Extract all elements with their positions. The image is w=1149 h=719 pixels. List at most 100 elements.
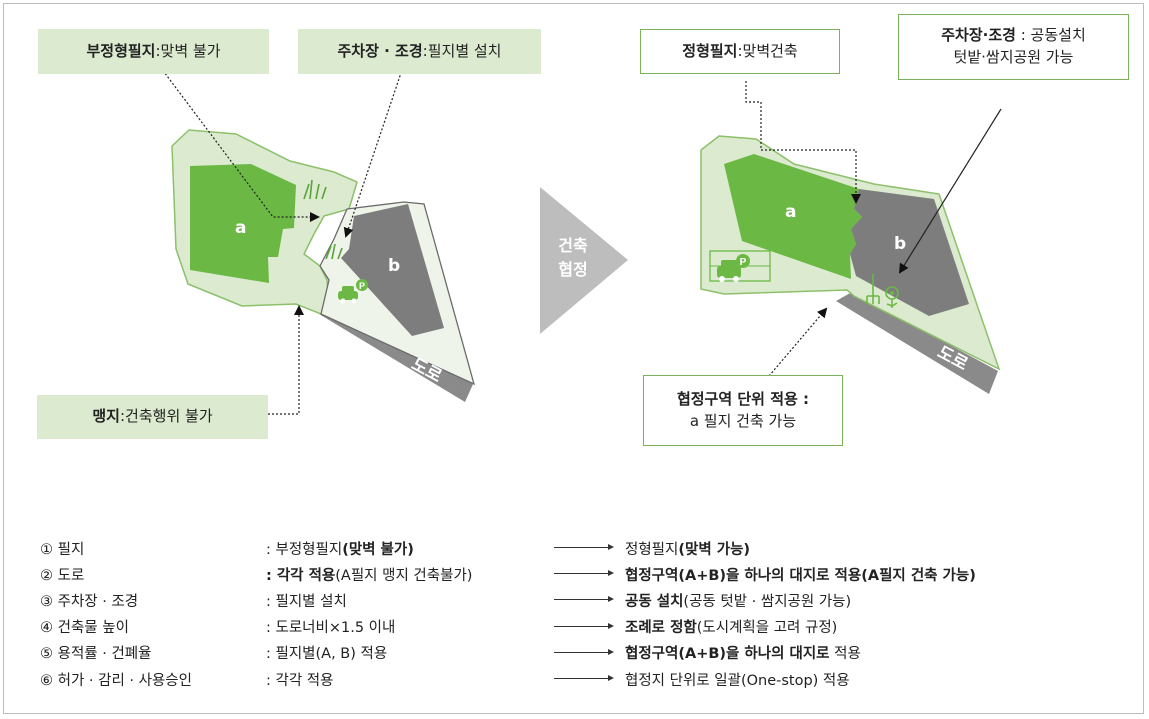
lot-b-shape-right [850, 189, 969, 316]
legend-row: ③ 주차장 · 조경 : 필지별 설치 공동 설치(공동 텃밭 · 쌈지공원 가능) [40, 587, 1130, 613]
callout-separator: : [1015, 26, 1031, 45]
legend-after: 정형필지(맞벽 가능) [625, 538, 750, 559]
flower-icon [885, 286, 899, 308]
callout-separator: : [422, 41, 428, 60]
legend-arrow [554, 622, 614, 629]
callout-irregular-lot: 부정형필지 : 맞벽 불가 [38, 29, 269, 74]
legend-after-bold: 협정구역(A+B)을 하나의 대지로 [625, 646, 830, 663]
svg-text:P: P [359, 281, 365, 291]
lot-a-label: a [785, 202, 797, 222]
diagram-frame: P P [3, 3, 1144, 714]
legend-after-bold: 협정구역(A+B)을 하나의 대지로 적용(A필지 건축 가능) [625, 567, 976, 584]
pointer-agreement-zone [768, 307, 828, 377]
legend-before-tail: (A필지 맹지 건축불가) [335, 567, 473, 584]
legend-item: ④ 건축물 높이 [40, 620, 129, 637]
legend-after: 공동 설치(공동 텃밭 · 쌈지공원 가능) [625, 590, 851, 611]
legend-after-tail: 적용 [829, 646, 861, 663]
callout-label: 정형필지 [682, 41, 738, 60]
legend-before-bold: : 각각 적용 [266, 567, 336, 584]
callout-description: 건축행위 불가 [125, 407, 213, 426]
legend-arrow [554, 570, 614, 577]
svg-text:P: P [740, 257, 747, 268]
after-site: P [700, 81, 1002, 394]
callout-agreement-zone: 협정구역 단위 적용 : a 필지 건축 가능 [643, 375, 843, 446]
pointer-regular-lot [745, 81, 861, 204]
lot-b-label: b [894, 234, 907, 254]
legend-before: : 도로너비×1.5 이내 [266, 616, 395, 637]
legend-row: ④ 건축물 높이 : 도로너비×1.5 이내 조례로 정함(도시계획을 고려 규정) [40, 614, 1130, 640]
callout-description: 맞벽 불가 [160, 41, 221, 60]
lot-a-shape-right [724, 154, 862, 279]
legend-row: ⑥ 허가 · 감리 · 사용승인 : 각각 적용 협정지 단위로 일괄(One-st… [40, 666, 1130, 692]
transition-arrow-label: 건축 협정 [543, 234, 603, 282]
legend-item: ① 필지 [40, 538, 84, 559]
transition-arrow [540, 187, 628, 334]
legend-item: ⑤ 용적률 · 건폐율 [40, 646, 152, 663]
grass-icon [325, 243, 343, 260]
legend-item: ② 도로 [40, 567, 85, 584]
pointer-shared-parking [898, 108, 1002, 274]
legend-before: : 필지별 설치 [266, 590, 347, 611]
legend-after-plain: 정형필지 [625, 541, 679, 558]
legend-after: 협정구역(A+B)을 하나의 대지로 적용(A필지 건축 가능) [625, 564, 976, 585]
lot-a-shape-left [190, 164, 296, 283]
legend-before-plain: : 도로너비×1.5 이내 [266, 620, 396, 637]
legend-after-tail: (도시계획을 고려 규정) [696, 620, 838, 637]
callout-description: a 필지 건축 가능 [689, 411, 797, 430]
callout-description: 공동설치 [1030, 26, 1086, 45]
pointer-irregular-lot [157, 63, 320, 222]
callout-shared-parking: 주차장·조경 : 공동설치 텃밭·쌈지공원 가능 [898, 14, 1129, 80]
grass-icon [303, 179, 327, 200]
callout-separator: : [119, 407, 126, 426]
lot-b-label: b [388, 256, 401, 276]
legend-after: 협정지 단위로 일괄(One-stop) 적용 [625, 669, 850, 690]
legend-item: ③ 주차장 · 조경 [40, 590, 138, 611]
callout-label: 맹지 [92, 407, 120, 426]
callout-landlocked-lot: 맹지 : 건축행위 불가 [37, 395, 268, 439]
legend-before: : 각각 적용 [266, 669, 333, 690]
legend-before: : 부정형필지(맞벽 불가) [266, 538, 414, 559]
legend-before: : 각각 적용(A필지 맹지 건축불가) [266, 564, 472, 585]
lot-a-label: a [235, 218, 247, 238]
before-site: P [157, 63, 476, 415]
car-parking-icon: P [709, 250, 771, 282]
legend-arrow [554, 544, 614, 550]
legend-before-plain: : 부정형필지 [266, 541, 343, 558]
rake-icon [866, 274, 880, 304]
arrow-label-line1: 건축 [558, 236, 588, 255]
legend-item: ⑥ 허가 · 감리 · 사용승인 [40, 669, 192, 690]
car-parking-icon: P [338, 279, 368, 304]
callout-description: 필지별 설치 [427, 41, 502, 60]
callout-description-line2: 텃밭·쌈지공원 가능 [953, 48, 1074, 66]
callout-parking-landscape: 주차장 · 조경 : 필지별 설치 [298, 29, 541, 74]
legend-before-bold: (맞벽 불가) [342, 541, 414, 558]
legend-before-plain: : 각각 적용 [266, 672, 334, 689]
callout-separator: : [737, 41, 743, 60]
legend-arrow [554, 596, 614, 603]
lot-b-shape-left [341, 204, 444, 336]
legend-item: ② 도로 [40, 564, 84, 585]
legend-before-plain: : 필지별 설치 [266, 593, 347, 610]
callout-label: 협정구역 단위 적용 : [676, 389, 810, 408]
legend-after-tail: (공동 텃밭 · 쌈지공원 가능) [683, 593, 852, 610]
legend-after: 조례로 정함(도시계획을 고려 규정) [625, 616, 837, 637]
legend-before: : 필지별(A, B) 적용 [266, 642, 387, 663]
legend-arrow [554, 648, 614, 655]
callout-label: 주차장·조경 [941, 26, 1016, 45]
legend-item: ③ 주차장 · 조경 [40, 593, 139, 610]
road-strip-right [836, 292, 998, 394]
callout-description: 맞벽건축 [742, 41, 798, 60]
callout-label: 부정형필지 [86, 41, 156, 60]
legend-before-plain: : 필지별(A, B) 적용 [266, 646, 388, 663]
legend-item: ④ 건축물 높이 [40, 616, 129, 637]
callout-regular-lot: 정형필지 : 맞벽건축 [640, 29, 840, 74]
legend-item: ⑥ 허가 · 감리 · 사용승인 [40, 672, 192, 689]
legend-arrow [554, 675, 614, 681]
site-diagram: P P [157, 63, 1002, 415]
callout-label: 주차장 · 조경 [337, 41, 423, 60]
pointer-landlocked-lot [268, 305, 304, 415]
legend-after-bold: (맞벽 가능) [678, 541, 751, 558]
legend-row: ⑤ 용적률 · 건폐율 : 필지별(A, B) 적용 협정구역(A+B)을 하나의 … [40, 640, 1130, 666]
legend-row: ① 필지 : 부정형필지(맞벽 불가) 정형필지(맞벽 가능) [40, 535, 1130, 561]
legend-after: 협정구역(A+B)을 하나의 대지로 적용 [625, 642, 861, 663]
